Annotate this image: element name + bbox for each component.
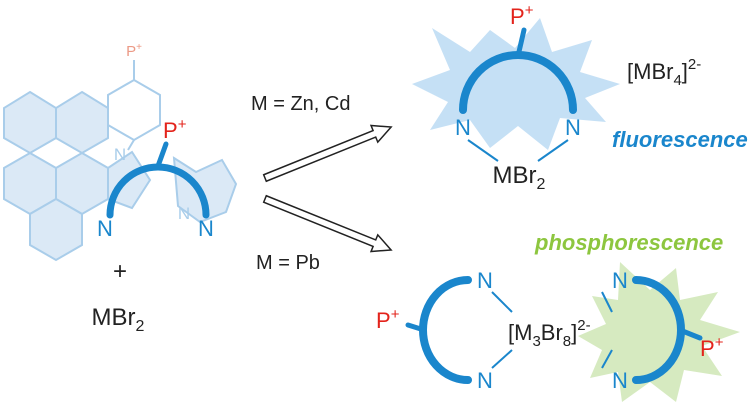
left-p-plus: P+ [376,306,400,333]
coord-bond-bl [491,349,513,369]
phenyl-ring [107,60,161,151]
left-p-bond [405,322,427,333]
fluorescence-glow [412,18,620,150]
reactant-ligand: P+ N N P+ N N + MBr2 [3,42,238,335]
lower-arrow [262,194,393,253]
reactant-n-left: N [97,216,113,241]
reactant-n-right: N [198,216,214,241]
top-coord-bond-left [467,139,499,162]
product-fluorescent: P+ [MBr4]2- N N MBr2 fluorescence [412,2,748,193]
product-phosphorescent: phosphorescence P+ N N [M3Br8]2- N N P+ [376,230,740,402]
reaction-arrows: M = Zn, Cd M = Pb [251,93,393,274]
upper-arrow [262,124,393,183]
arrow-label-upper: M = Zn, Cd [251,93,350,115]
top-n-right: N [565,115,581,140]
arrow-label-lower: M = Pb [256,252,320,274]
reactant-bridge-n: N [114,145,126,164]
top-coord-bond-right [537,139,569,162]
bottom-n-bottom-left: N [477,368,493,393]
metal-salt: MBr2 [92,304,145,335]
reactant-p-bond [155,141,169,169]
reactant-p-plus: P+ [163,116,187,143]
reactant-faded-p: P+ [126,42,142,60]
plus-sign: + [113,258,127,285]
phosphorescence-glow [578,262,740,402]
left-chelate-arc [419,276,472,384]
right-p-bond [677,327,703,341]
fluorescence-label: fluorescence [612,127,748,152]
bottom-n-top-right: N [612,268,628,293]
bottom-n-top-left: N [477,268,493,293]
top-anion: [MBr4]2- [627,56,701,89]
top-p-plus: P+ [510,2,534,29]
top-metal: MBr2 [493,162,546,193]
right-p-plus: P+ [700,334,724,361]
coord-bond-br [601,349,613,369]
coord-bond-tl [491,291,513,313]
reactant-ring-n: N [178,204,190,223]
cluster-anion: [M3Br8]2- [508,317,591,350]
top-p-bond [515,27,527,59]
coord-bond-tr [601,291,613,313]
top-n-left: N [455,115,471,140]
bottom-n-bottom-right: N [612,368,628,393]
phosphorescence-label: phosphorescence [534,230,723,255]
